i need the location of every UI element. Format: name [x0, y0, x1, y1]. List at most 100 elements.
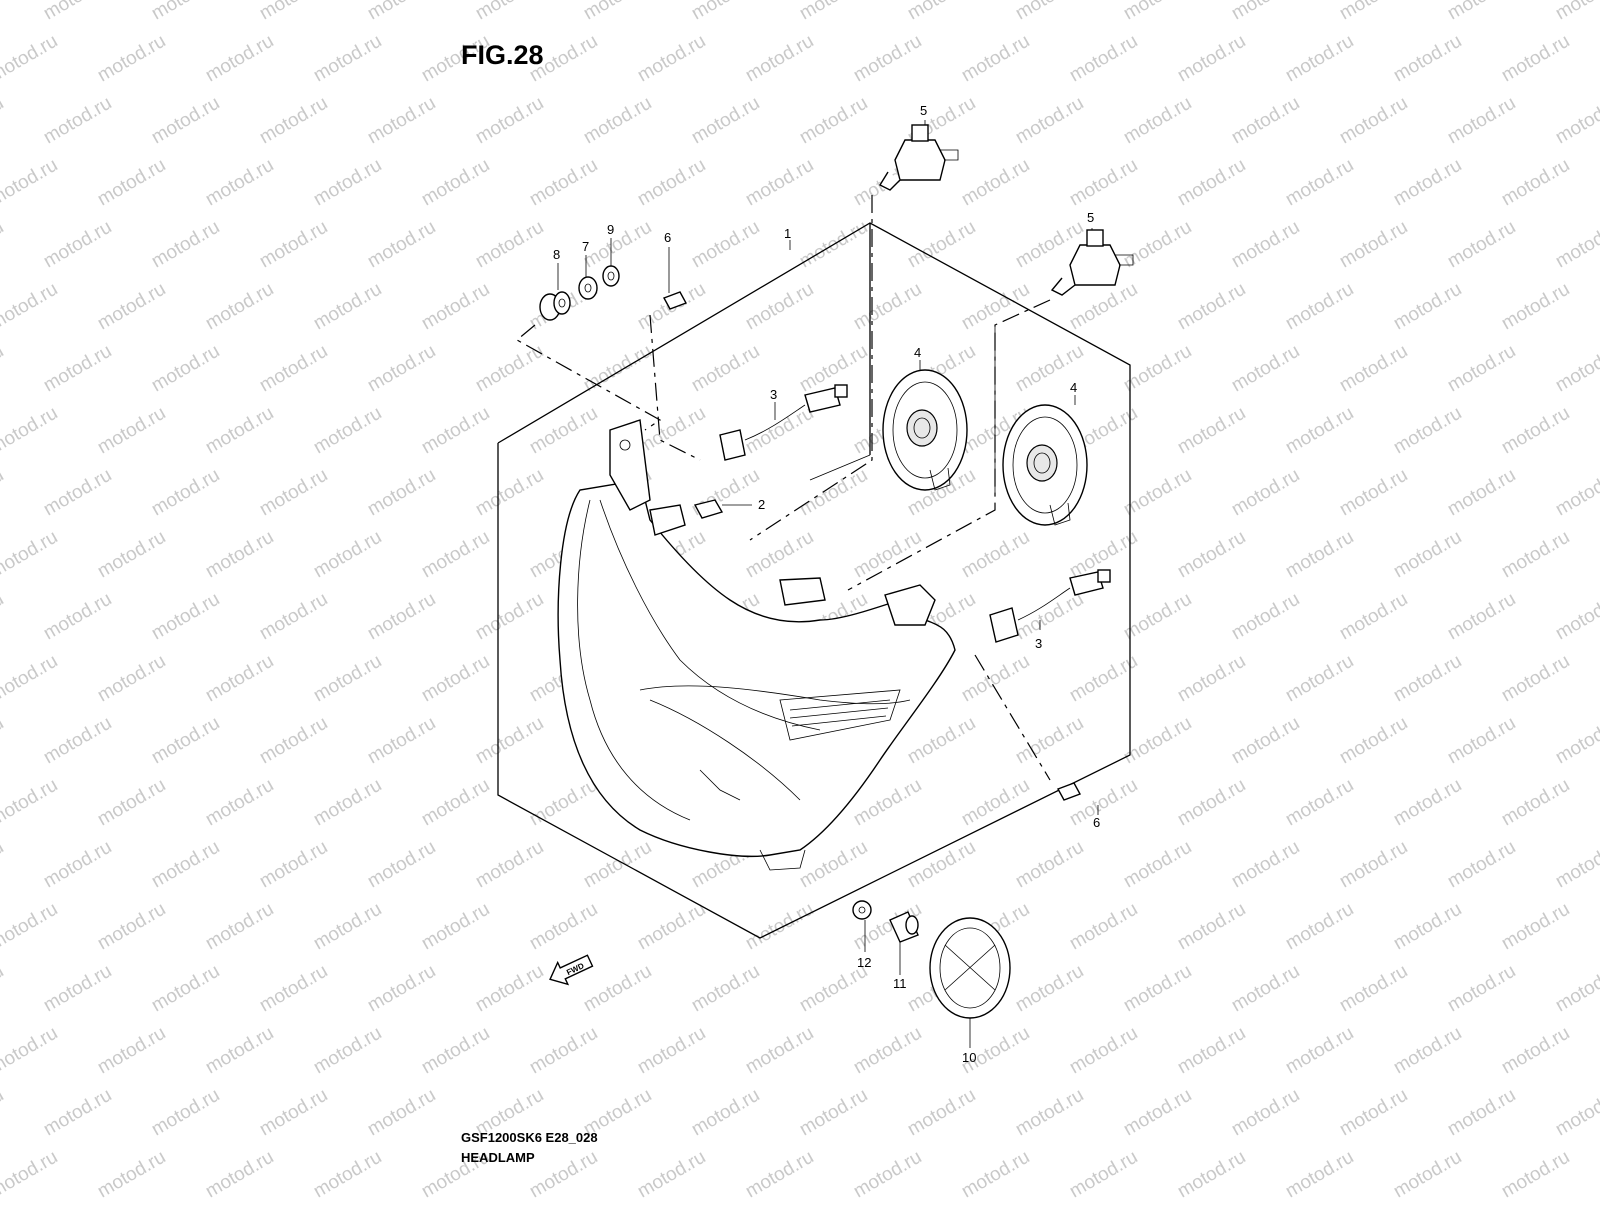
watermark-text: motod.ru: [1012, 837, 1087, 893]
watermark-text: motod.ru: [1498, 1023, 1573, 1079]
watermark-text: motod.ru: [1336, 961, 1411, 1017]
watermark-text: motod.ru: [1066, 155, 1141, 211]
watermark-text: motod.ru: [688, 1085, 763, 1141]
watermark-text: motod.ru: [0, 403, 61, 459]
callout-6-lower: 6: [1093, 815, 1100, 830]
watermark-text: motod.ru: [850, 527, 925, 583]
socket-upper-4: [882, 369, 968, 491]
watermark-text: motod.ru: [364, 837, 439, 893]
callout-7: 7: [582, 239, 589, 254]
watermark-text: motod.ru: [256, 217, 331, 273]
callout-9: 9: [607, 222, 614, 237]
watermark-text: motod.ru: [1282, 1023, 1357, 1079]
watermark-text: motod.ru: [850, 279, 925, 335]
watermark-text: motod.ru: [418, 279, 493, 335]
watermark-text: motod.ru: [1336, 589, 1411, 645]
watermark-text: motod.ru: [1552, 465, 1600, 521]
watermark-text: motod.ru: [310, 31, 385, 87]
watermark-text: motod.ru: [1120, 93, 1195, 149]
watermark-text: motod.ru: [364, 341, 439, 397]
watermark-text: motod.ru: [1012, 961, 1087, 1017]
watermark-text: motod.ru: [1228, 217, 1303, 273]
figure-title: FIG.28: [461, 40, 544, 70]
watermark-text: motod.ru: [1174, 899, 1249, 955]
watermark-text: motod.ru: [1282, 527, 1357, 583]
watermark-text: motod.ru: [1498, 527, 1573, 583]
watermark-text: motod.ru: [526, 403, 601, 459]
watermark-text: motod.ru: [1336, 465, 1411, 521]
watermark-text: motod.ru: [1444, 961, 1519, 1017]
watermark-text: motod.ru: [148, 1085, 223, 1141]
watermark-text: motod.ru: [364, 0, 439, 24]
watermark-text: motod.ru: [1120, 837, 1195, 893]
watermark-text: motod.ru: [148, 341, 223, 397]
watermark-text: motod.ru: [1552, 837, 1600, 893]
watermark-text: motod.ru: [1120, 465, 1195, 521]
watermark-text: motod.ru: [1282, 31, 1357, 87]
watermark-text: motod.ru: [850, 31, 925, 87]
socket-lower-4: [1002, 404, 1088, 526]
watermark-text: motod.ru: [1444, 217, 1519, 273]
washer-7: [578, 276, 598, 300]
watermark-text: motod.ru: [148, 837, 223, 893]
watermark-text: motod.ru: [472, 961, 547, 1017]
watermark-text: motod.ru: [40, 217, 115, 273]
watermark-text: motod.ru: [1228, 0, 1303, 24]
watermark-text: motod.ru: [580, 217, 655, 273]
watermark-text: motod.ru: [1066, 1023, 1141, 1079]
watermark-text: motod.ru: [310, 899, 385, 955]
watermark-text: motod.ru: [256, 1085, 331, 1141]
watermark-text: motod.ru: [688, 341, 763, 397]
watermark-text: motod.ru: [310, 527, 385, 583]
watermark-text: motod.ru: [364, 961, 439, 1017]
watermark-text: motod.ru: [94, 31, 169, 87]
watermark-text: motod.ru: [904, 837, 979, 893]
watermark-text: motod.ru: [94, 1023, 169, 1079]
callout-10: 10: [962, 1050, 976, 1065]
watermark-text: motod.ru: [1444, 1085, 1519, 1141]
watermark-text: motod.ru: [1120, 589, 1195, 645]
watermark-text: motod.ru: [418, 899, 493, 955]
watermark-text: motod.ru: [850, 1147, 925, 1200]
watermark-text: motod.ru: [0, 713, 7, 769]
watermark-text: motod.ru: [688, 93, 763, 149]
watermark-text: motod.ru: [310, 775, 385, 831]
watermark-text: motod.ru: [1552, 341, 1600, 397]
watermark-text: motod.ru: [310, 1023, 385, 1079]
watermark-text: motod.ru: [1444, 465, 1519, 521]
callout-11: 11: [893, 976, 907, 991]
watermark-text: motod.ru: [1444, 0, 1519, 24]
watermark-text: motod.ru: [1174, 155, 1249, 211]
watermark-text: motod.ru: [1552, 1085, 1600, 1141]
harness-upper-3: [719, 384, 848, 461]
watermark-text: motod.ru: [1012, 93, 1087, 149]
watermark-text: motod.ru: [742, 155, 817, 211]
watermark-text: motod.ru: [1498, 155, 1573, 211]
watermark-text: motod.ru: [202, 403, 277, 459]
watermark-text: motod.ru: [1174, 31, 1249, 87]
watermark-text: motod.ru: [1174, 775, 1249, 831]
reference-lines: [515, 195, 1051, 781]
watermark-text: motod.ru: [0, 155, 61, 211]
watermark-text: motod.ru: [0, 217, 7, 273]
watermark-text: motod.ru: [634, 403, 709, 459]
watermark-text: motod.ru: [742, 527, 817, 583]
watermark-text: motod.ru: [1336, 341, 1411, 397]
watermark-text: motod.ru: [40, 1085, 115, 1141]
watermark-text: motod.ru: [0, 1147, 61, 1200]
callout-8: 8: [553, 247, 560, 262]
watermark-text: motod.ru: [364, 589, 439, 645]
watermark-text: motod.ru: [1390, 31, 1465, 87]
watermark-text: motod.ru: [1228, 837, 1303, 893]
watermark-text: motod.ru: [1174, 403, 1249, 459]
watermark-text: motod.ru: [0, 899, 61, 955]
watermark-text: motod.ru: [1228, 341, 1303, 397]
watermark-text: motod.ru: [94, 527, 169, 583]
watermark-text: motod.ru: [1390, 1023, 1465, 1079]
watermark-text: motod.ru: [1174, 1147, 1249, 1200]
watermark-text: motod.ru: [0, 651, 61, 707]
callout-3-lower: 3: [1035, 636, 1042, 651]
watermark-text: motod.ru: [256, 713, 331, 769]
watermark-text: motod.ru: [1228, 589, 1303, 645]
